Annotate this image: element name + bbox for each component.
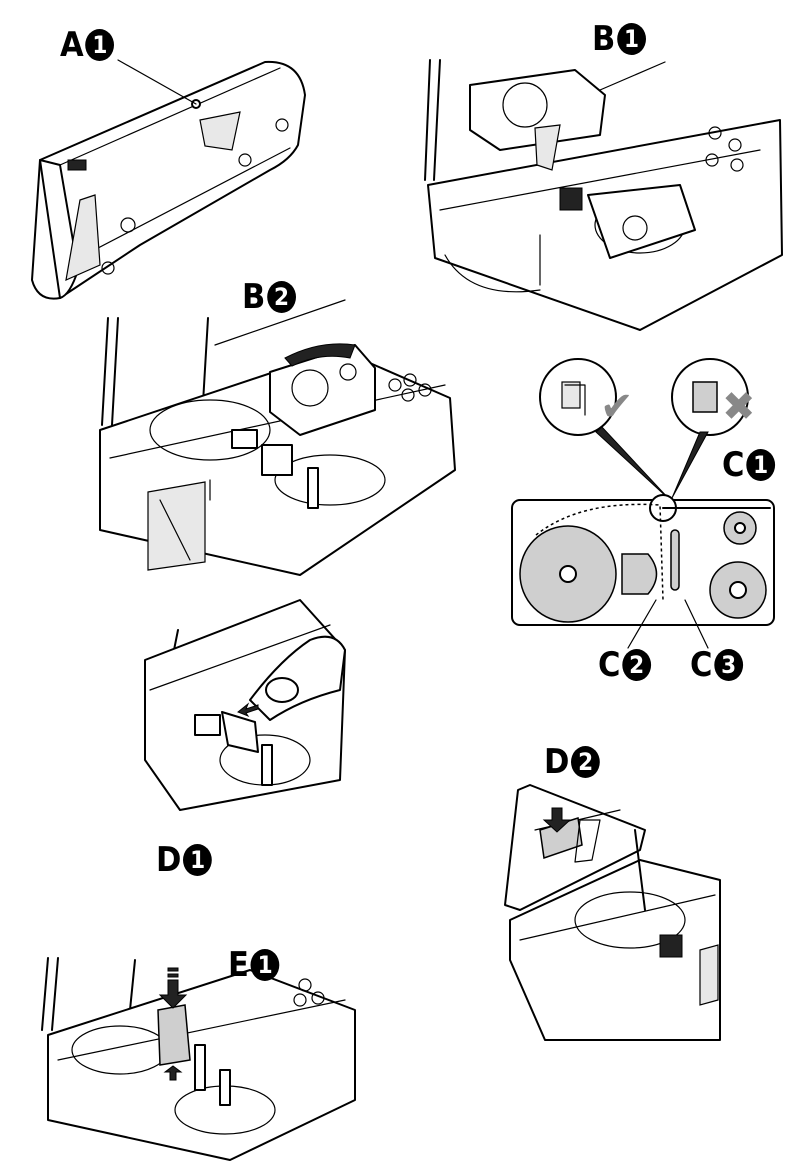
cassette-placement-view: [100, 300, 455, 575]
pointer-line: [118, 60, 196, 104]
check-icon: ✔: [600, 384, 634, 430]
tape-path-schematic: ✔ ✖: [512, 359, 774, 648]
lever-adjustment-view: [145, 600, 345, 810]
cross-icon: ✖: [722, 384, 756, 430]
cover-closing-view: [505, 785, 720, 1040]
cassette-insertion-view: [425, 60, 782, 330]
tape-guide: [671, 530, 679, 590]
lever-release-view: [42, 958, 355, 1160]
printer-bottom-view: [32, 60, 305, 299]
